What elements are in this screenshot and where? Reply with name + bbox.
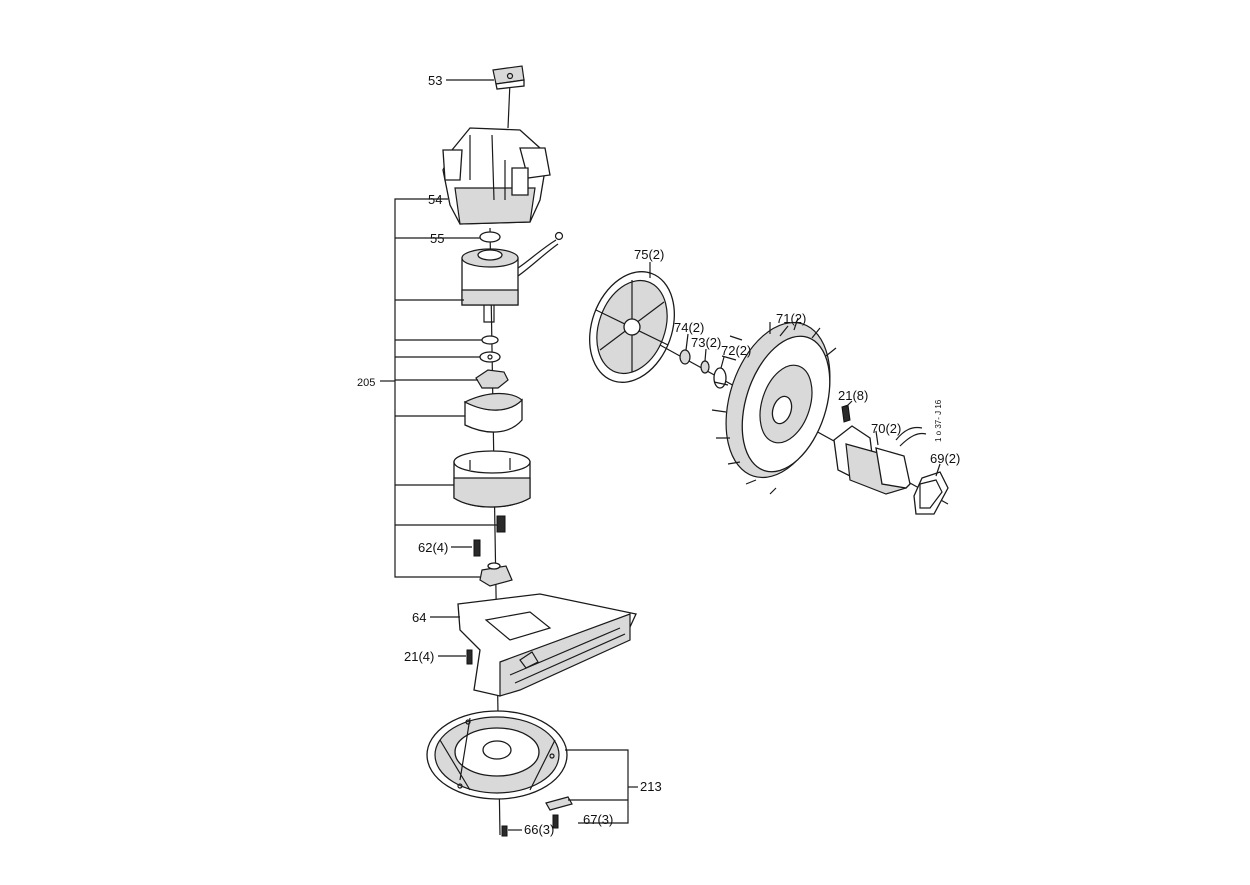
part-hub-nut <box>479 562 513 587</box>
part-74-bearing <box>679 349 691 365</box>
leader-69 <box>935 463 941 477</box>
label-55: 55 <box>430 231 444 246</box>
washer-1 <box>481 335 499 345</box>
bracket-205 <box>380 198 497 578</box>
leader-70 <box>875 430 879 446</box>
label-72: 72(2) <box>721 343 751 358</box>
leader-73 <box>704 348 707 362</box>
label-62: 62(4) <box>418 540 448 555</box>
part-75-hub-cap <box>589 271 675 383</box>
drawing-code: 1 o 37- J 16 <box>934 399 943 442</box>
leader-74 <box>685 333 689 351</box>
part-71-drive-wheel <box>711 317 837 495</box>
label-205: 205 <box>357 377 375 389</box>
bracket-213 <box>565 749 638 824</box>
label-213: 213 <box>640 779 662 794</box>
part-21-screw <box>466 649 473 665</box>
part-72-seal <box>713 367 727 389</box>
bolt-center <box>496 515 506 533</box>
label-73: 73(2) <box>691 335 721 350</box>
part-shield-band <box>463 392 523 433</box>
assembly-axis <box>507 81 511 129</box>
label-74: 74(2) <box>674 320 704 335</box>
part-66-screw <box>501 825 508 837</box>
part-70-wheel-motor <box>833 425 927 495</box>
part-55-ring <box>479 231 501 243</box>
part-67-screw <box>552 814 559 829</box>
label-54: 54 <box>428 192 442 207</box>
washer-2 <box>479 351 501 363</box>
leader-21b <box>845 400 853 408</box>
part-53-cover-plate <box>492 65 525 90</box>
label-70: 70(2) <box>871 421 901 436</box>
part-motor-cup <box>453 450 531 508</box>
label-69: 69(2) <box>930 451 960 466</box>
label-21b: 21(8) <box>838 388 868 403</box>
label-66: 66(3) <box>524 822 554 837</box>
part-213-blade-disc <box>426 710 568 800</box>
leader-71 <box>779 325 789 337</box>
part-64-chassis-plate <box>457 593 637 697</box>
label-21a: 21(4) <box>404 649 434 664</box>
label-71: 71(2) <box>776 311 806 326</box>
part-62-screw <box>473 539 481 557</box>
part-54-motor-housing <box>442 127 551 225</box>
label-64: 64 <box>412 610 426 625</box>
leader-72 <box>720 356 725 369</box>
label-67: 67(3) <box>583 812 613 827</box>
star-bracket <box>475 369 509 389</box>
label-53: 53 <box>428 73 442 88</box>
part-drive-motor <box>461 231 564 323</box>
part-73-washer <box>700 360 710 374</box>
part-69-cover-cap <box>913 471 949 515</box>
label-75: 75(2) <box>634 247 664 262</box>
part-21b-screw <box>841 404 851 423</box>
blade <box>545 796 573 811</box>
